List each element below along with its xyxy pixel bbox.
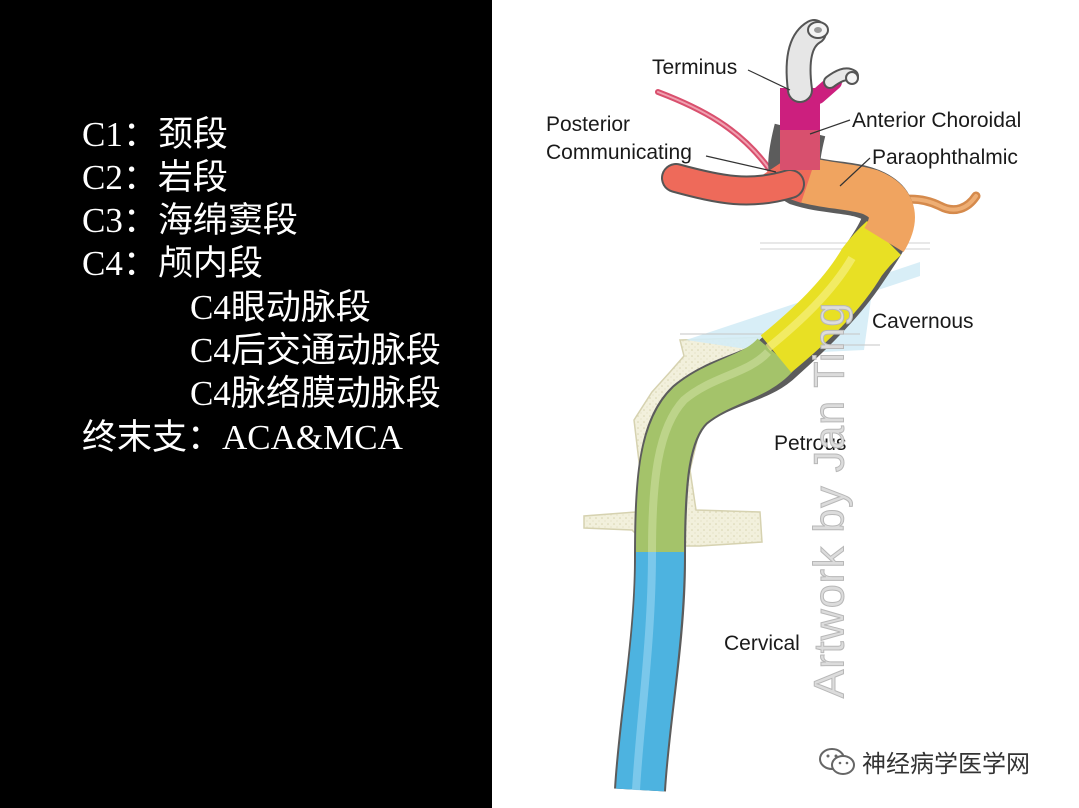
aca-mca-branches [785, 19, 859, 103]
label-cavernous: Cavernous [872, 310, 974, 333]
segment-line-c1: C1：颈段 [82, 115, 228, 154]
segment-petrous [636, 337, 795, 553]
segment-line-c4-ophthalmic: C4眼动脉段 [190, 288, 371, 327]
label-paraophthalmic: Paraophthalmic [872, 146, 1018, 169]
label-cervical: Cervical [724, 632, 800, 655]
segment-paraophthalmic [799, 157, 915, 253]
segment-line-c4-choroidal: C4脉络膜动脉段 [190, 374, 441, 413]
watermark: 神经病学医学网 [818, 744, 1030, 779]
segment-line-terminal: 终末支：ACA&MCA [82, 418, 403, 457]
leader-lines [705, 69, 871, 187]
segment-line-c3: C3：海绵窦段 [82, 201, 298, 240]
segment-line-c2: C2：岩段 [82, 158, 228, 197]
label-posterior: Posterior [546, 113, 631, 136]
segment-cervical [616, 551, 684, 792]
label-anterior-choroidal: Anterior Choroidal [852, 109, 1022, 132]
watermark-text: 神经病学医学网 [862, 750, 1030, 778]
wechat-icon [819, 747, 855, 775]
label-terminus: Terminus [652, 56, 738, 79]
left-text-panel: C1：颈段 C2：岩段 C3：海绵窦段 C4：颅内段 C4眼动脉段 C4后交通动… [0, 0, 492, 808]
segment-cavernous [760, 220, 901, 373]
label-petrous: Petrous [774, 432, 847, 455]
segment-line-c4: C4：颅内段 [82, 244, 263, 283]
segment-line-c4-pcom: C4后交通动脉段 [190, 331, 441, 370]
label-communicating: Communicating [546, 141, 692, 164]
